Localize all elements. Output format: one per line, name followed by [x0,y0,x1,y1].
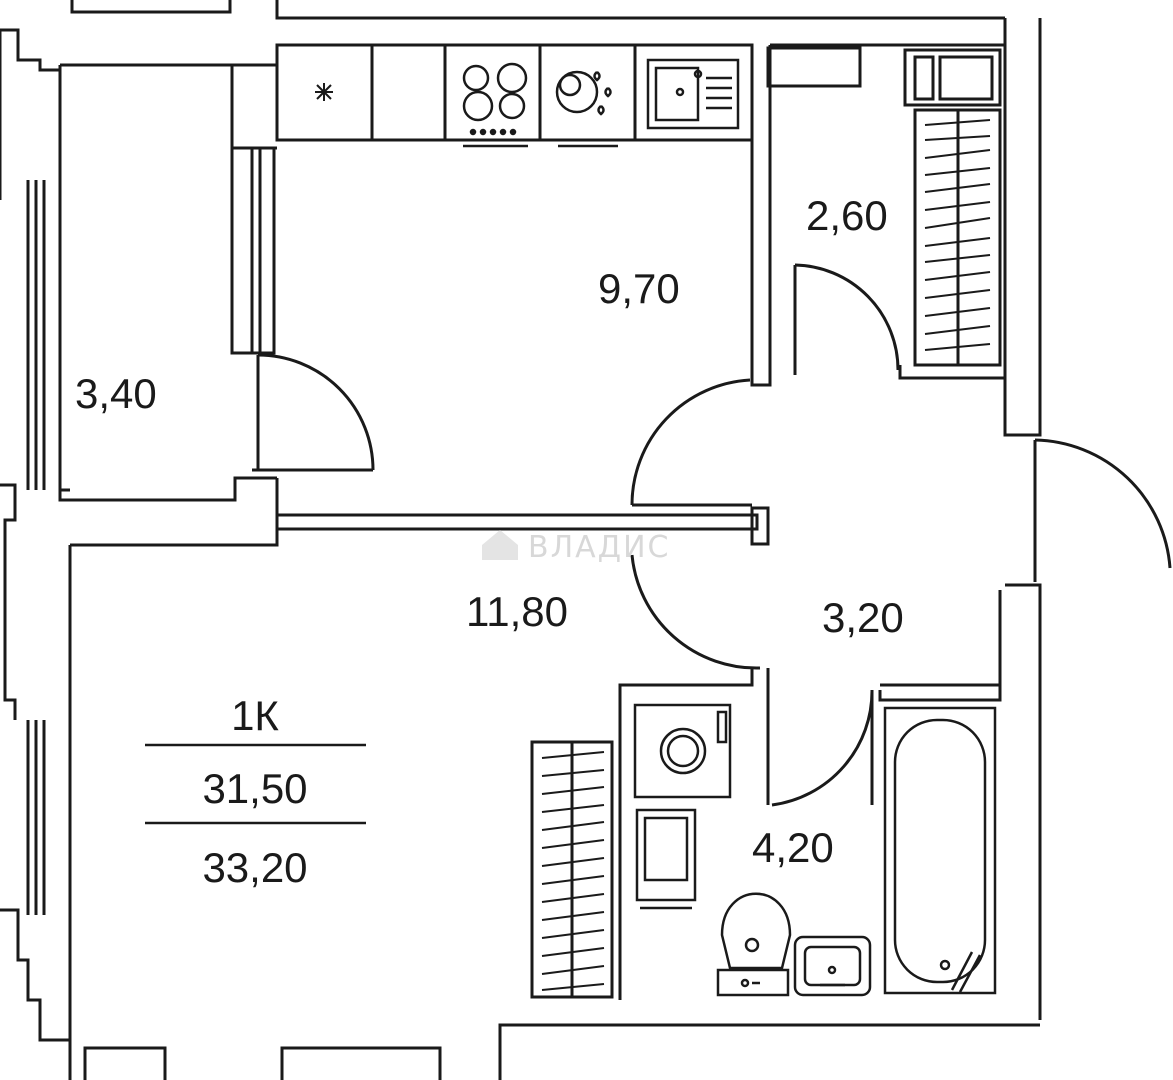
wardrobe-door[interactable] [793,263,900,375]
bathroom-door[interactable] [771,689,874,807]
window-loggia [26,180,46,490]
living-area-total: 31,50 [202,765,307,812]
loggia-door[interactable] [252,353,375,472]
exterior-walls [0,0,1042,1080]
boiler-icon [635,808,697,910]
wardrobe-shelving [903,48,1002,367]
kitchen-area: 9,70 [598,265,680,312]
bathtub-icon [883,706,997,995]
window-living-room [26,720,46,915]
living-kitchen-partition [68,478,770,1040]
toilet-icon [716,892,792,997]
watermark-text: ВЛАДИС [528,530,671,565]
living-room-area: 11,80 [466,588,568,635]
stove-icon [462,62,528,148]
entrance-door[interactable] [1033,438,1172,582]
bathroom-sink-icon [793,935,872,997]
wardrobe-hangers [924,119,991,351]
washing-machine-icon [633,703,732,799]
total-area: 33,20 [202,844,307,891]
hallway-area: 3,20 [822,594,904,641]
watermark: ВЛАДИС [482,530,671,565]
dishwasher-icon [555,70,618,148]
loggia-walls [58,63,277,502]
loggia-area: 3,40 [75,370,157,417]
bathroom-area: 4,20 [752,824,834,871]
bathroom-walls [618,590,1002,1000]
kitchen-wardrobe-wall [750,43,1005,387]
house-logo-icon [482,530,518,560]
kitchen-sink-icon [646,58,740,130]
wardrobe-area: 2,60 [806,192,888,239]
hallway-shelving [530,740,614,999]
living-room-door[interactable] [630,378,761,670]
fridge-icon [315,83,333,101]
hallway-hangers [541,751,605,991]
apartment-type: 1К [231,692,279,739]
